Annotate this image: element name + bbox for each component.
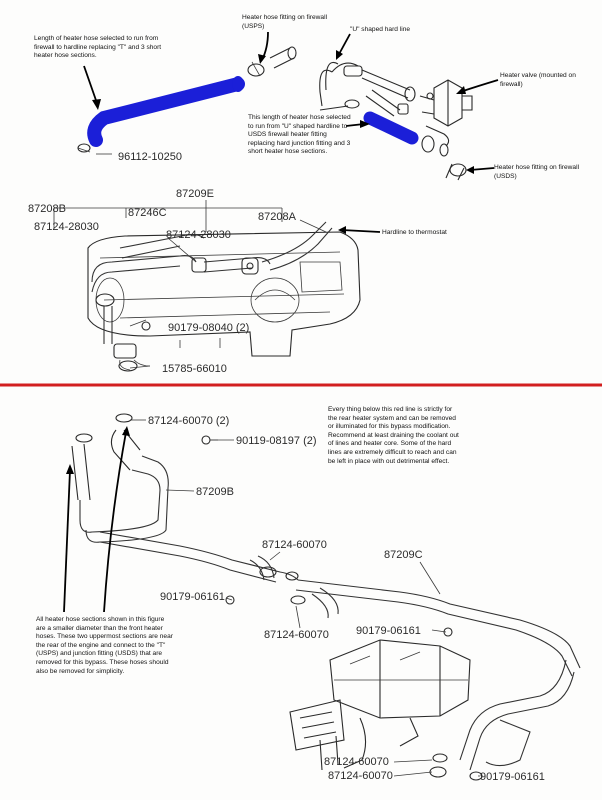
note-fitting-usps: Heater hose fitting on firewall (USPS) — [242, 14, 328, 30]
clamp-96112 — [77, 143, 112, 155]
firewall-fitting-usps — [247, 46, 297, 77]
callout-brackets-upper — [53, 200, 327, 369]
pn-87209B: 87209B — [196, 486, 234, 498]
pn-87124-60070-c: 87124-60070 — [324, 756, 389, 768]
note-red-line: Every thing below this red line is stric… — [328, 406, 459, 465]
pn-87246C: 87246C — [128, 207, 167, 219]
pn-87124-28030-b: 87124-28030 — [166, 229, 231, 241]
note-heater-valve: Heater valve (mounted on firewall) — [500, 72, 576, 88]
pn-90119-08197: 90119-08197 (2) — [236, 435, 317, 447]
highlighted-hose-long — [87, 77, 245, 147]
pn-90179-06161-b: 90179-06161 — [356, 625, 421, 637]
note-length-u-to-usds: This length of heater hose selected to r… — [248, 114, 351, 156]
pn-87208B: 87208B — [28, 203, 66, 215]
rear-heater-lines — [71, 413, 581, 781]
pn-87209C: 87209C — [384, 549, 423, 561]
note-u-hardline: "U" shaped hard line — [350, 26, 411, 33]
note-heater-hose-sections: All heater hose sections shown in this f… — [36, 616, 173, 675]
pn-90179-06161-c: 90179-06161 — [480, 771, 545, 783]
highlighted-hose-end — [232, 76, 244, 92]
pn-87124-60070-2: 87124-60070 (2) — [148, 415, 229, 427]
pointer-arrows-upper — [83, 31, 499, 234]
rear-heater-unit — [289, 639, 471, 771]
pn-87124-60070-a: 87124-60070 — [262, 539, 327, 551]
pn-90179-06161-a: 90179-06161 — [160, 591, 225, 603]
pn-87124-60070-d: 87124-60070 — [328, 770, 393, 782]
pn-15785: 15785-66010 — [162, 363, 227, 375]
note-hardline-thermostat: Hardline to thermostat — [382, 229, 447, 236]
pn-87124-60070-b: 87124-60070 — [264, 629, 329, 641]
heater-valve-assembly — [319, 62, 473, 181]
highlighted-hose-short — [363, 111, 419, 145]
pn-87124-28030-a: 87124-28030 — [34, 221, 99, 233]
pointer-arrows-lower — [63, 426, 130, 613]
pn-87209E: 87209E — [176, 188, 214, 200]
note-fitting-usds: Heater hose fitting on firewall (USDS) — [494, 164, 580, 180]
pn-87208A: 87208A — [258, 211, 297, 223]
fasteners-upper — [118, 321, 151, 372]
upper-hoses — [91, 221, 333, 371]
note-length-selected: Length of heater hose selected to run fr… — [34, 35, 162, 60]
engine-block-upper — [87, 231, 361, 357]
pn-90179-08040: 90179-08040 (2) — [168, 322, 249, 334]
pn-96112: 96112-10250 — [118, 151, 182, 163]
